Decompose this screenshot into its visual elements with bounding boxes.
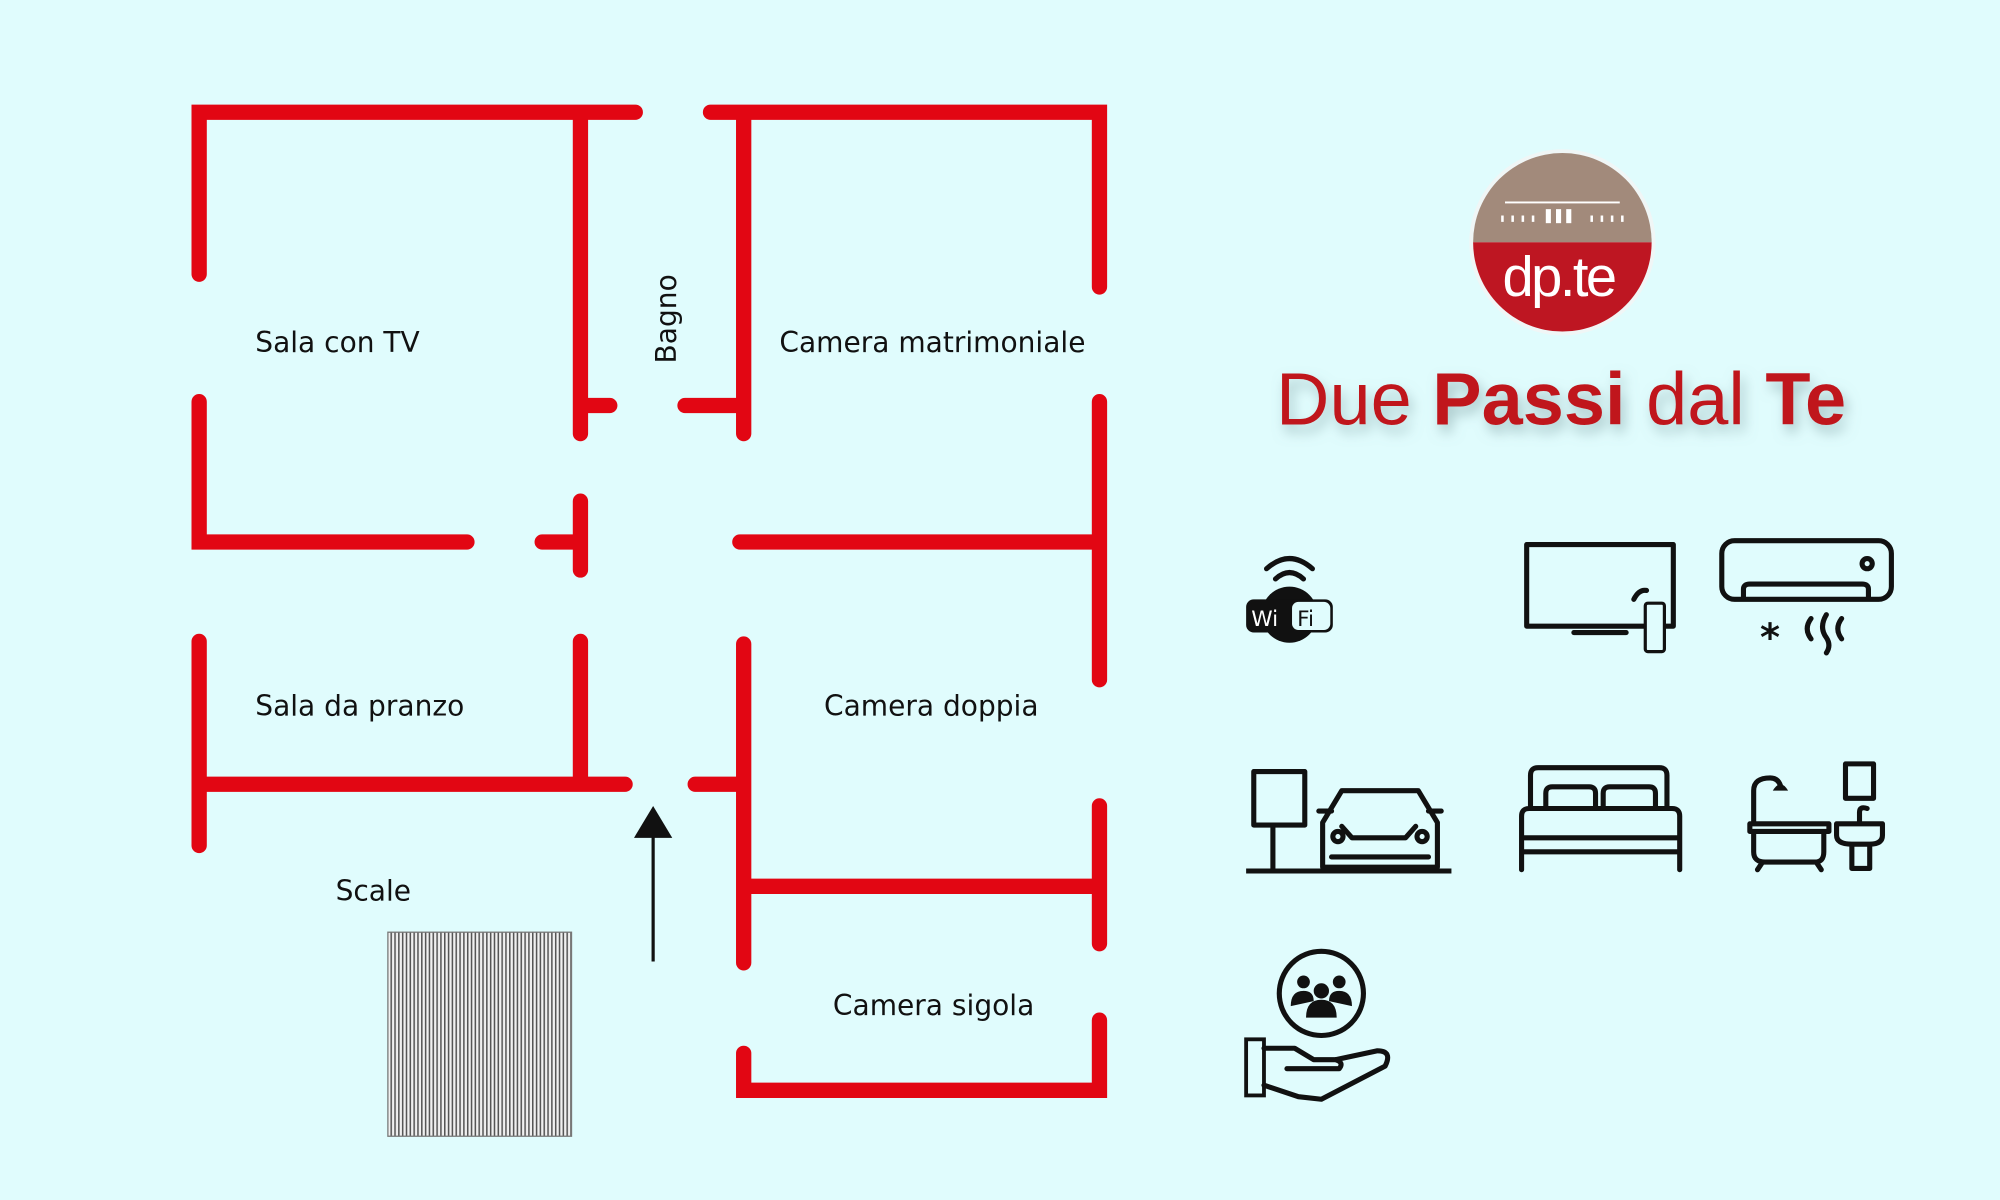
room-label-double: Camera doppia	[824, 689, 1039, 722]
parking-icon	[1246, 768, 1452, 874]
entrance-arrow-icon	[634, 805, 673, 962]
wifi-text: Fi	[1297, 607, 1314, 632]
scale-label: Scale	[336, 874, 411, 907]
tagline-word: Te	[1765, 358, 1846, 441]
room-label-single: Camera sigola	[833, 989, 1034, 1022]
room-label-bathroom: Bagno	[650, 274, 683, 363]
scale-hatch	[387, 931, 573, 1137]
bathroom-icon	[1747, 761, 1886, 873]
hospitality-icon	[1244, 948, 1391, 1102]
tv-icon	[1524, 541, 1676, 654]
tagline-word: Passi	[1432, 358, 1625, 441]
room-label-dining: Sala da pranzo	[255, 689, 464, 722]
tagline: Due Passi dal Te	[1276, 358, 1846, 441]
double-bed-icon	[1519, 765, 1683, 873]
brand-logo: dp.te	[1469, 149, 1656, 336]
tagline-word: dal	[1626, 358, 1766, 441]
room-label-living: Sala con TV	[255, 326, 419, 359]
tagline-word: Due	[1276, 358, 1432, 441]
people-icon	[1290, 975, 1352, 1018]
svg-text:*: *	[1760, 615, 1780, 660]
logo-text: dp.te	[1503, 245, 1615, 308]
wifi-icon: Wi Fi	[1246, 556, 1333, 643]
building-icon	[1501, 201, 1624, 224]
wifi-text: Wi	[1251, 607, 1278, 632]
walls	[191, 104, 1108, 1098]
room-label-master: Camera matrimoniale	[779, 326, 1085, 359]
air-conditioner-icon: *	[1719, 538, 1894, 660]
